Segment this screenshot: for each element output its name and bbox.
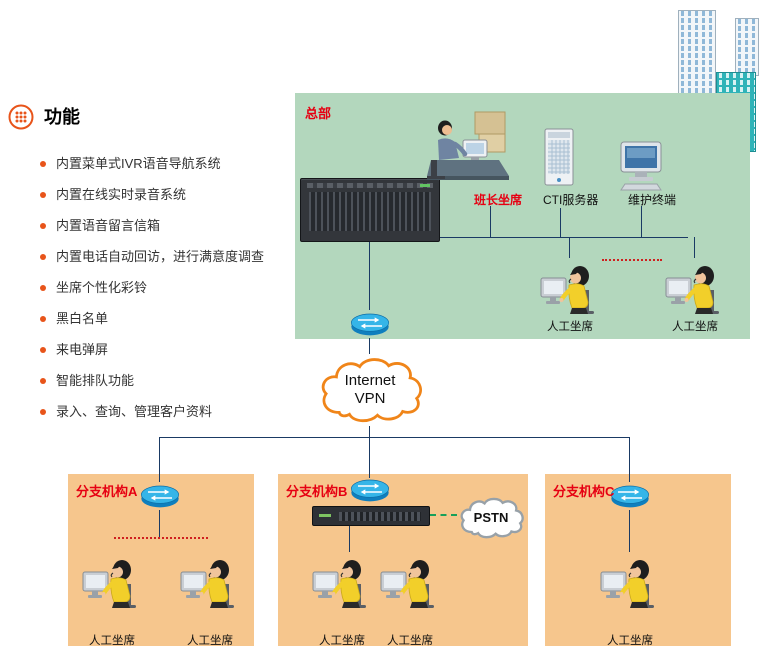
bullet-icon <box>40 347 46 353</box>
feature-item: 坐席个性化彩铃 <box>40 280 288 296</box>
feature-text: 内置电话自动回访，进行满意度调查 <box>56 249 265 264</box>
agent-label: 人工坐席 <box>319 635 365 647</box>
connector-line <box>560 208 561 237</box>
connector-line <box>370 237 688 238</box>
dotted-line <box>114 537 208 539</box>
gateway-rack-icon <box>312 506 430 526</box>
feature-item: 录入、查询、管理客户资料 <box>40 404 288 420</box>
feature-item: 内置在线实时录音系统 <box>40 187 288 203</box>
hq-label: 总部 <box>305 106 332 121</box>
bullet-icon <box>40 192 46 198</box>
pstn-label: PSTN <box>473 510 509 525</box>
maintenance-terminal-label: 维护终端 <box>628 193 677 207</box>
router-icon <box>350 313 390 337</box>
bullet-icon <box>40 316 46 322</box>
connector-line <box>369 426 370 437</box>
agent-label: 人工坐席 <box>187 635 233 647</box>
bullet-icon <box>40 378 46 384</box>
feature-text: 内置在线实时录音系统 <box>56 187 187 202</box>
maintenance-terminal-icon <box>620 141 662 191</box>
feature-item: 内置电话自动回访，进行满意度调查 <box>40 249 288 265</box>
connector-line <box>159 437 630 438</box>
agent-label: 人工坐席 <box>387 635 433 647</box>
pbx-rack-icon <box>300 178 440 242</box>
feature-text: 内置语音留言信箱 <box>56 218 161 233</box>
feature-text: 录入、查询、管理客户资料 <box>56 404 213 419</box>
connector-line <box>369 437 370 478</box>
agent-icon <box>380 552 440 612</box>
connector-line <box>159 510 160 538</box>
agent-label: 人工坐席 <box>607 635 653 647</box>
feature-item: 内置语音留言信箱 <box>40 218 288 234</box>
features-section: 功能 内置菜单式IVR语音导航系统 内置在线实时录音系统 内置语音留言信箱 内置… <box>8 104 288 435</box>
connector-line <box>159 437 160 482</box>
building-icon <box>735 18 759 76</box>
bullet-icon <box>40 254 46 260</box>
internet-vpn-cloud: Internet VPN <box>314 352 426 428</box>
feature-item: 内置菜单式IVR语音导航系统 <box>40 156 288 172</box>
agent-label: 人工坐席 <box>547 321 593 333</box>
connector-line <box>369 242 370 310</box>
features-icon <box>8 104 34 130</box>
feature-item: 黑白名单 <box>40 311 288 327</box>
agent-label: 人工坐席 <box>672 321 718 333</box>
pstn-cloud: PSTN <box>456 494 526 542</box>
cloud-text-line2: VPN <box>354 390 386 407</box>
agent-icon <box>312 552 372 612</box>
connector-line <box>349 526 350 552</box>
feature-text: 坐席个性化彩铃 <box>56 280 148 295</box>
pstn-link-line <box>430 514 457 516</box>
feature-text: 智能排队功能 <box>56 373 135 388</box>
feature-text: 黑白名单 <box>56 311 109 326</box>
features-list: 内置菜单式IVR语音导航系统 内置在线实时录音系统 内置语音留言信箱 内置电话自… <box>40 156 288 420</box>
cti-server-icon <box>544 128 574 186</box>
cloud-text-line1: Internet <box>344 372 396 389</box>
agent-label: 人工坐席 <box>89 635 135 647</box>
feature-item: 智能排队功能 <box>40 373 288 389</box>
connector-line <box>369 338 370 354</box>
branch-c-label: 分支机构C <box>553 484 615 499</box>
connector-line <box>629 510 630 552</box>
agent-icon <box>82 552 142 612</box>
cti-server-label: CTI服务器 <box>543 193 599 207</box>
router-icon <box>140 485 180 509</box>
connector-line <box>490 206 491 237</box>
agent-icon <box>540 258 600 318</box>
branch-a-label: 分支机构A <box>76 484 138 499</box>
feature-text: 来电弹屏 <box>56 342 109 357</box>
feature-item: 来电弹屏 <box>40 342 288 358</box>
bullet-icon <box>40 223 46 229</box>
connector-line <box>694 237 695 258</box>
router-icon <box>610 485 650 509</box>
bullet-icon <box>40 409 46 415</box>
agent-icon <box>600 552 660 612</box>
connector-line <box>641 206 642 237</box>
bullet-icon <box>40 161 46 167</box>
features-title: 功能 <box>44 107 80 127</box>
agent-icon <box>665 258 725 318</box>
feature-text: 内置菜单式IVR语音导航系统 <box>56 156 221 171</box>
supervisor-label: 班长坐席 <box>474 193 523 207</box>
connector-line <box>569 237 570 258</box>
agent-icon <box>180 552 240 612</box>
supervisor-illustration-icon <box>427 111 509 180</box>
router-icon <box>350 479 390 503</box>
connector-line <box>629 437 630 482</box>
bullet-icon <box>40 285 46 291</box>
branch-b-label: 分支机构B <box>286 484 348 499</box>
dotted-line <box>602 259 662 261</box>
